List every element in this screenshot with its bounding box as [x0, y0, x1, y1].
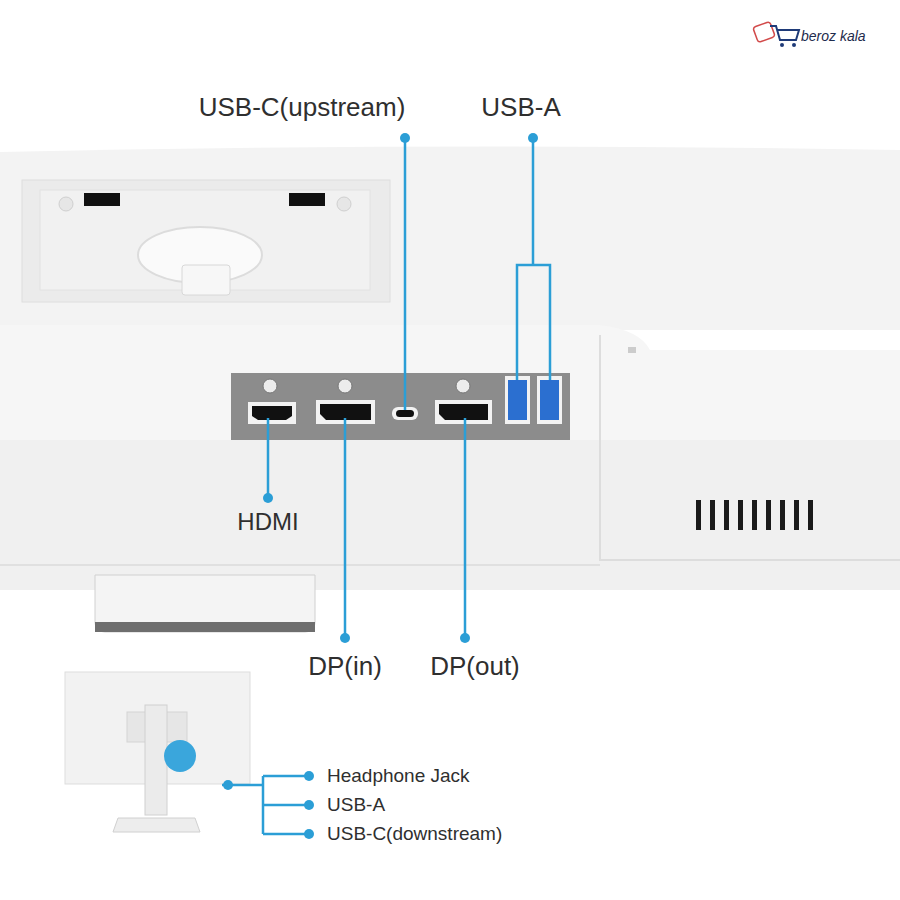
housing-edge: [0, 564, 600, 566]
lower-housing: [0, 325, 900, 590]
port-label: USB-A: [327, 794, 385, 816]
leader-dot: [223, 771, 314, 839]
inset-base: [113, 818, 200, 832]
leader-line: [268, 140, 550, 637]
usb-a-port: [537, 376, 562, 424]
mount-recess: [22, 180, 390, 302]
port-label: USB-C(upstream): [199, 93, 406, 123]
port-label: HDMI: [237, 508, 298, 536]
housing-mark: [628, 347, 636, 353]
port-panel: [231, 373, 570, 440]
usb-c-port: [396, 410, 414, 417]
usb-a-port: [540, 380, 559, 420]
leader-line: [222, 776, 306, 834]
lower-shadow: [0, 440, 900, 590]
mount-slot: [84, 193, 120, 206]
port-label: DP(out): [430, 652, 520, 682]
port-label: Headphone Jack: [327, 765, 470, 787]
port-label: DP(in): [308, 652, 382, 682]
stand-neck: [95, 575, 315, 632]
dp-port: [439, 404, 488, 420]
watermark: beroz kala: [801, 28, 866, 44]
panel-screw: [263, 379, 470, 393]
screw-hole: [59, 197, 73, 211]
hdmi-port: [248, 402, 296, 424]
port-label: USB-A: [481, 93, 560, 123]
inset-highlight: [164, 740, 196, 772]
stand-edge: [95, 622, 315, 632]
cart-icon: [753, 21, 799, 47]
usb-a-port: [508, 380, 527, 420]
hdmi-port: [252, 406, 292, 420]
dp-port: [435, 400, 492, 424]
mount-slot: [289, 193, 325, 206]
leader-dot: [263, 133, 538, 643]
screw-hole: [337, 197, 351, 211]
housing-edge: [600, 335, 900, 560]
vent-grille: [696, 500, 813, 530]
port-label: USB-C(downstream): [327, 823, 502, 845]
usb-a-port: [505, 376, 530, 424]
mount-latch: [182, 265, 230, 295]
dp-port: [320, 404, 371, 420]
inset-stand: [145, 705, 167, 815]
back-panel: [0, 146, 900, 330]
